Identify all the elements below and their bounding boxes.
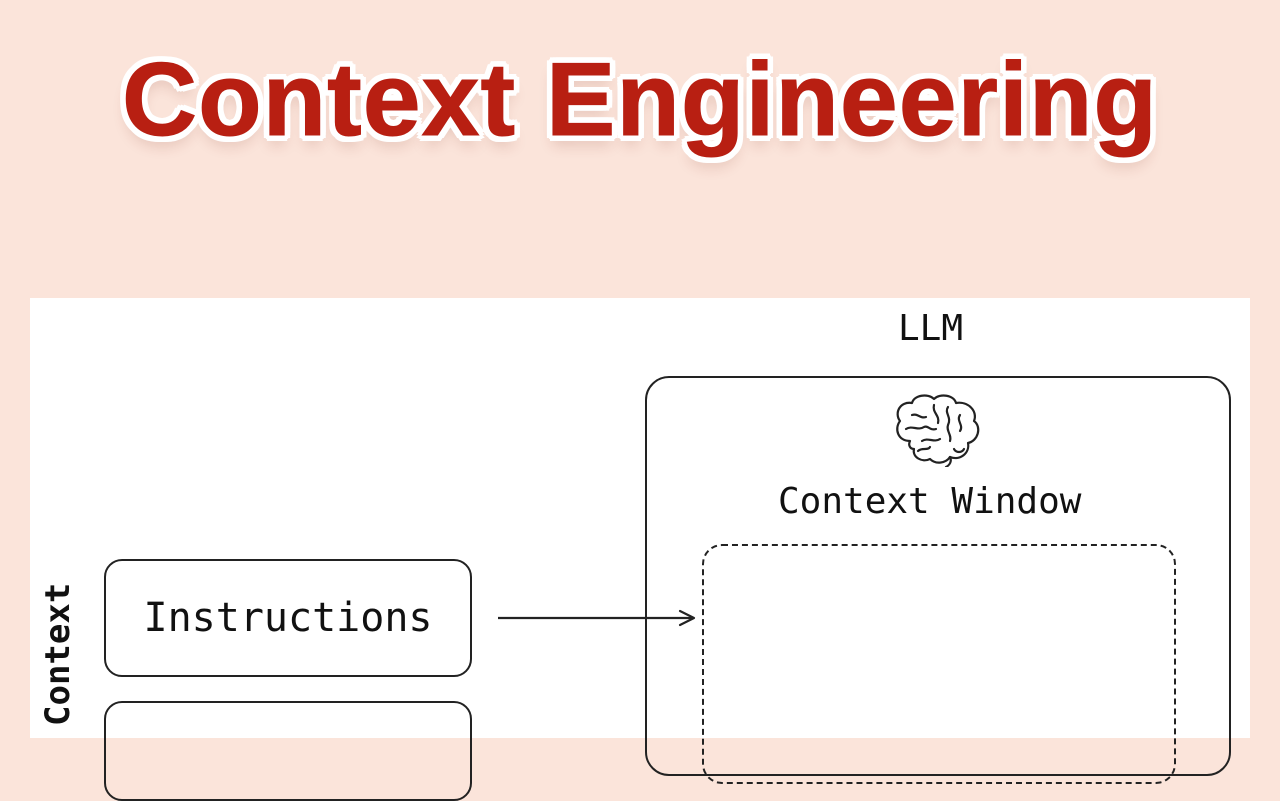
instructions-box: Instructions <box>104 559 472 677</box>
brain-icon <box>896 394 980 467</box>
context-item-box <box>104 701 472 801</box>
context-side-label-text: Context <box>38 582 78 726</box>
context-window-label: Context Window <box>778 481 1082 522</box>
page-title: Context Engineering <box>122 42 1158 158</box>
arrow-right-icon <box>498 609 696 627</box>
context-side-label: Context <box>38 576 78 726</box>
instructions-label: Instructions <box>143 595 433 641</box>
llm-label: LLM <box>898 308 964 349</box>
diagram-canvas: LLM Context Window Instructions Context <box>30 298 1250 801</box>
cropped-header-text <box>80 0 440 6</box>
context-window-box <box>702 544 1176 784</box>
